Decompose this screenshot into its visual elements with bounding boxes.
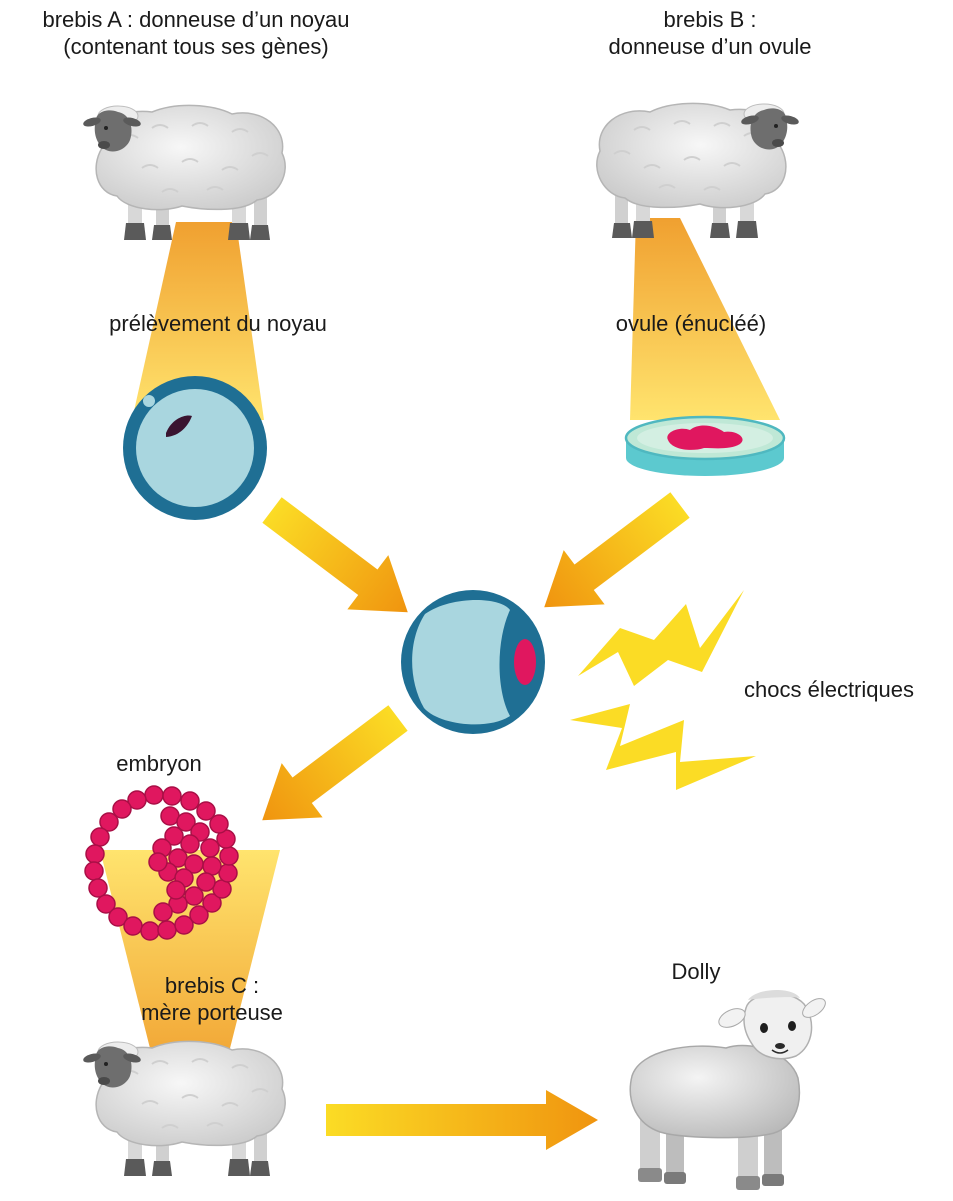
embryo-text: embryon <box>116 751 202 776</box>
beam-sheep-b <box>630 218 780 420</box>
sheep-c-label: brebis C : mère porteuse <box>120 972 304 1026</box>
electric-shocks-text: chocs électriques <box>744 677 914 702</box>
arrow-ovum-to-fusion <box>544 492 690 608</box>
arrow-fusion-to-embryo <box>262 705 408 821</box>
sheep-c-label-line2: mère porteuse <box>141 1000 283 1025</box>
fused-cell-icon <box>401 590 545 734</box>
beam-sheep-a <box>132 222 264 420</box>
nucleus-extraction-label: prélèvement du noyau <box>88 310 348 337</box>
sheep-c-icon <box>81 1040 287 1177</box>
embryo-icon <box>84 785 239 941</box>
arrow-sheep-c-to-dolly <box>326 1090 598 1150</box>
sheep-c-label-line1: brebis C : <box>164 973 260 998</box>
sheep-a-label-line1: brebis A : donneuse d’un noyau <box>42 7 350 32</box>
nucleus-extraction-text: prélèvement du noyau <box>109 311 327 336</box>
petri-dish-icon <box>624 415 786 476</box>
dolly-text: Dolly <box>671 959 721 984</box>
sheep-b-label-line1: brebis B : <box>663 7 757 32</box>
donor-cell-icon <box>123 376 267 520</box>
sheep-b-label-line2: donneuse d’un ovule <box>608 34 812 59</box>
dolly-label: Dolly <box>656 958 736 985</box>
lamb-dolly-icon <box>629 989 826 1190</box>
embryo-label: embryon <box>100 750 218 777</box>
sheep-a-label-line2: (contenant tous ses gènes) <box>63 34 329 59</box>
sheep-b-label: brebis B : donneuse d’un ovule <box>590 6 830 60</box>
enucleated-ovum-label: ovule (énucléé) <box>596 310 786 337</box>
lightning-icon <box>570 704 756 790</box>
lightning-icon <box>578 590 744 686</box>
sheep-b-icon <box>595 102 801 239</box>
sheep-a-label: brebis A : donneuse d’un noyau (contenan… <box>26 6 366 60</box>
sheep-a-icon <box>81 104 287 241</box>
enucleated-ovum-text: ovule (énucléé) <box>615 311 767 336</box>
beam-embryo-sheep-c <box>100 850 280 1080</box>
arrow-cell-to-fusion <box>262 497 408 613</box>
electric-shocks-label: chocs électriques <box>726 676 932 703</box>
